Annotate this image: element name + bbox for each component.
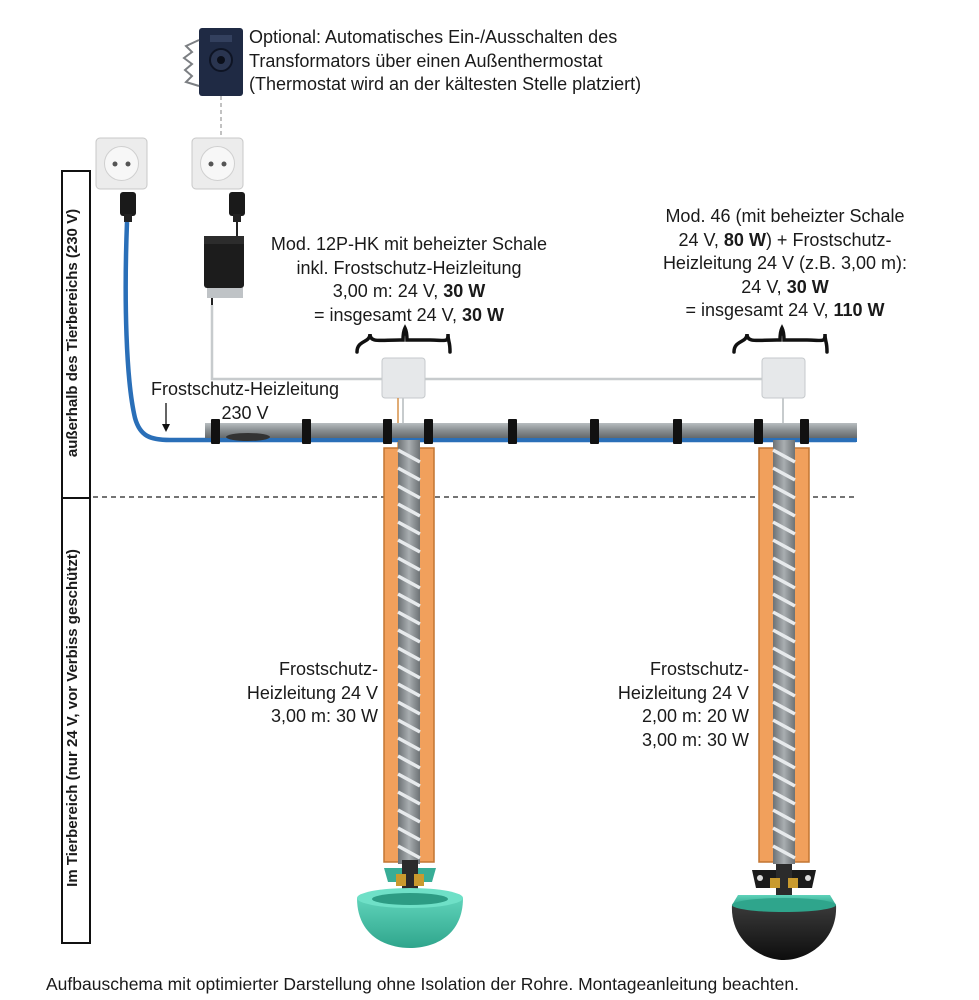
zone-label-outside-box [61, 170, 91, 501]
mod46-line-4: 24 V, 30 W [741, 276, 829, 297]
thermostat-note: Optional: Automatisches Ein-/Ausschalten… [249, 26, 641, 97]
plug-right-icon [229, 192, 245, 222]
heating-cable-230v [123, 221, 856, 443]
thermostat-note-line-2: Transformators über einen Außenthermosta… [249, 50, 603, 71]
main-water-pipe [205, 423, 857, 439]
mod12-total-value: 30 W [461, 304, 504, 325]
plug-left-icon [120, 192, 136, 222]
pipe-clamps [211, 419, 809, 444]
spiral-cable-left [397, 448, 421, 860]
mod12-line-4: = insgesamt 24 V, 30 W [314, 304, 504, 325]
junction-box-left [381, 357, 426, 399]
mod46-line-2: 24 V, 80 W) + Frostschutz- [678, 229, 892, 250]
pipe-fitting [226, 433, 270, 441]
mod12-line-2: inkl. Frostschutz-Heizleitung [296, 257, 522, 278]
mod46-total-value: 110 W [833, 300, 885, 320]
right-pipe-label-line-4: 3,00 m: 30 W [641, 729, 749, 750]
zone-label-inside-box [61, 497, 91, 944]
junction-box-right [761, 357, 806, 399]
thermostat-note-line-3: (Thermostat wird an der kältesten Stelle… [249, 74, 642, 94]
transformer-icon [204, 236, 244, 298]
mod12-description: Mod. 12P-HK mit beheizter Schale inkl. F… [248, 233, 570, 327]
thermostat-icon [182, 28, 243, 96]
main-cable-label-line-1: Frostschutz-Heizleitung [150, 379, 340, 399]
mod46-line-5: = insgesamt 24 V, 110 W [685, 300, 885, 320]
thermostat-note-line-1: Optional: Automatisches Ein-/Ausschalten… [249, 27, 618, 47]
mod46-line-3: Heizleitung 24 V (z.B. 3,00 m): [662, 253, 908, 273]
right-pipe-label-line-2: Heizleitung 24 V [617, 682, 749, 703]
drinking-bowl-right-icon [731, 864, 837, 960]
brace-right [732, 324, 829, 354]
right-pipe-label-line-1: Frostschutz- [649, 659, 749, 679]
zone-label-inside: Im Tierbereich (nur 24 V, vor Verbiss ge… [64, 549, 81, 887]
mod12-power-value: 30 W [443, 281, 486, 301]
cable-pointer-arrowhead [162, 424, 170, 432]
mod46-description: Mod. 46 (mit beheizter Schale 24 V, 80 W… [620, 205, 950, 323]
main-cable-label: Frostschutz-Heizleitung 230 V [135, 378, 355, 425]
main-cable-label-line-2: 230 V [221, 402, 269, 423]
low-voltage-wire [210, 305, 382, 381]
drinking-bowl-left-icon [357, 860, 463, 948]
mod46-cable-power: 30 W [786, 276, 829, 297]
socket-right-icon [191, 137, 244, 190]
mod46-line-1: Mod. 46 (mit beheizter Schale [665, 206, 905, 226]
mod12-line-1: Mod. 12P-HK mit beheizter Schale [270, 234, 548, 254]
left-pipe-label: Frostschutz- Heizleitung 24 V 3,00 m: 30… [200, 658, 378, 729]
brace-left [355, 324, 452, 354]
footer-caption: Aufbauschema mit optimierter Darstellung… [46, 974, 799, 994]
mod12-line-3: 3,00 m: 24 V, 30 W [332, 281, 486, 301]
left-pipe-label-line-1: Frostschutz- [278, 659, 378, 679]
spiral-cable-right [772, 448, 796, 860]
right-pipe-label-line-3: 2,00 m: 20 W [641, 706, 749, 726]
right-pipe-label: Frostschutz- Heizleitung 24 V 2,00 m: 20… [570, 658, 749, 752]
left-pipe-label-line-2: Heizleitung 24 V [246, 682, 378, 703]
socket-left-icon [95, 137, 148, 190]
mod46-bowl-power: 80 W [723, 229, 766, 250]
zone-label-outside: außerhalb des Tierbereichs (230 V) [64, 208, 81, 458]
left-pipe-label-line-3: 3,00 m: 30 W [270, 706, 378, 726]
